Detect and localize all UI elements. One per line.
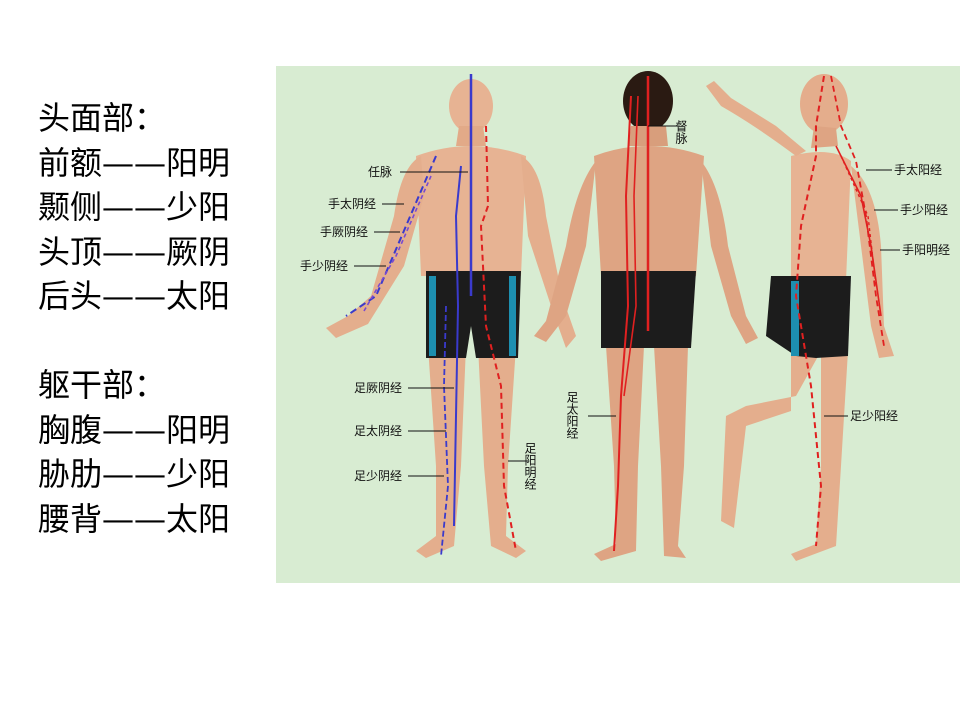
zu-yang-ming-line [479,125,517,552]
dash: —— [102,232,167,271]
meridian-text-panel: 头面部： 前额——阳明 颞侧——少阳 头顶——厥阴 后头——太阳 躯干部： 胸腹… [38,96,273,541]
label-shou-shao-yang: 手少阳经 [900,203,948,217]
region-label: 腰背 [38,499,103,538]
zu-tai-yang-line-inner [623,95,639,397]
dash: —— [102,143,167,182]
trunk-row-flank: 胁肋——少阳 [38,452,273,497]
label-zu-yang-ming: 足阳明经 [523,442,537,490]
side-head [800,74,848,134]
front-left-leg [478,346,526,558]
channel-label: 少阳 [166,455,231,493]
head-row-occiput: 后头——太阳 [38,274,273,319]
dash: —— [102,455,167,493]
channel-label: 太阳 [166,499,231,538]
side-neck [811,126,838,148]
side-torso [791,152,851,281]
side-raised-arm [706,81,806,156]
side-figure [706,74,894,561]
channel-label: 阳明 [166,410,231,449]
region-label: 前额 [38,143,103,182]
region-label: 头顶 [38,232,103,271]
label-zu-shao-yang: 足少阳经 [850,409,898,423]
head-row-vertex: 头顶——厥阴 [38,230,273,275]
zu-jue-yin-line [453,165,462,527]
back-left-arm [701,161,758,344]
channel-label: 厥阴 [166,232,231,271]
shou-shao-yang-line [835,145,882,317]
dash: —— [102,277,167,315]
channel-label: 少阳 [166,188,231,226]
side-standing-leg [791,346,848,561]
dash: —— [102,410,167,449]
region-label: 后头 [38,277,103,315]
region-label: 颞侧 [38,188,103,226]
label-zu-shao-yin: 足少阴经 [354,469,402,483]
side-shorts [766,276,851,358]
head-row-forehead: 前额——阳明 [38,141,273,186]
back-figure [534,71,758,561]
label-ren-mai: 任脉 [368,164,392,179]
label-shou-tai-yang: 手太阳经 [894,162,942,177]
label-shou-tai-yin: 手太阴经 [328,196,376,211]
back-right-arm [534,161,596,342]
head-section-title: 头面部： [38,99,167,137]
meridian-illustration: 任脉 手太阴经 手厥阴经 手少阴经 足厥阴经 足太阴经 足少阴经 足阳明经 督脉… [300,71,950,561]
front-right-arm [326,156,424,338]
dash: —— [102,188,167,226]
zu-tai-yang-line [613,95,632,552]
front-right-leg [416,346,466,558]
label-zu-tai-yang: 足太阳经 [565,391,579,439]
back-left-leg [654,346,688,558]
front-shorts-stripe [429,276,436,356]
side-shorts-stripe [791,281,799,356]
shou-jue-yin-line [363,175,432,312]
label-shou-shao-yin: 手少阴经 [300,259,348,273]
trunk-row-back: 腰背——太阳 [38,497,273,542]
label-shou-jue-yin: 手厥阴经 [320,225,368,239]
trunk-section-title: 躯干部： [38,366,167,404]
label-du-mai: 督脉 [674,119,688,144]
figure-labels: 任脉 手太阴经 手厥阴经 手少阴经 足厥阴经 足太阴经 足少阴经 足阳明经 督脉… [300,119,950,490]
dash: —— [102,499,167,538]
label-zu-tai-yin: 足太阴经 [354,423,402,438]
front-shorts-stripe [509,276,516,356]
meridian-figure-panel: 任脉 手太阴经 手厥阴经 手少阴经 足厥阴经 足太阴经 足少阴经 足阳明经 督脉… [276,66,960,583]
shou-tai-yang-line [830,75,885,347]
front-shorts [426,271,521,358]
channel-label: 阳明 [166,143,231,182]
trunk-row-chest: 胸腹——阳明 [38,408,273,453]
front-figure [326,74,576,558]
label-zu-jue-yin: 足厥阴经 [354,381,402,395]
zu-shao-yang-line [794,75,825,547]
zu-shao-yin-line [440,305,449,557]
region-label: 胁肋 [38,455,103,493]
head-row-temple: 颞侧——少阳 [38,185,273,230]
shou-tai-yin-line [345,155,437,317]
region-label: 胸腹 [38,410,103,449]
side-bent-leg [721,346,821,528]
channel-label: 太阳 [166,277,231,315]
label-shou-yang-ming: 手阳明经 [902,243,950,257]
